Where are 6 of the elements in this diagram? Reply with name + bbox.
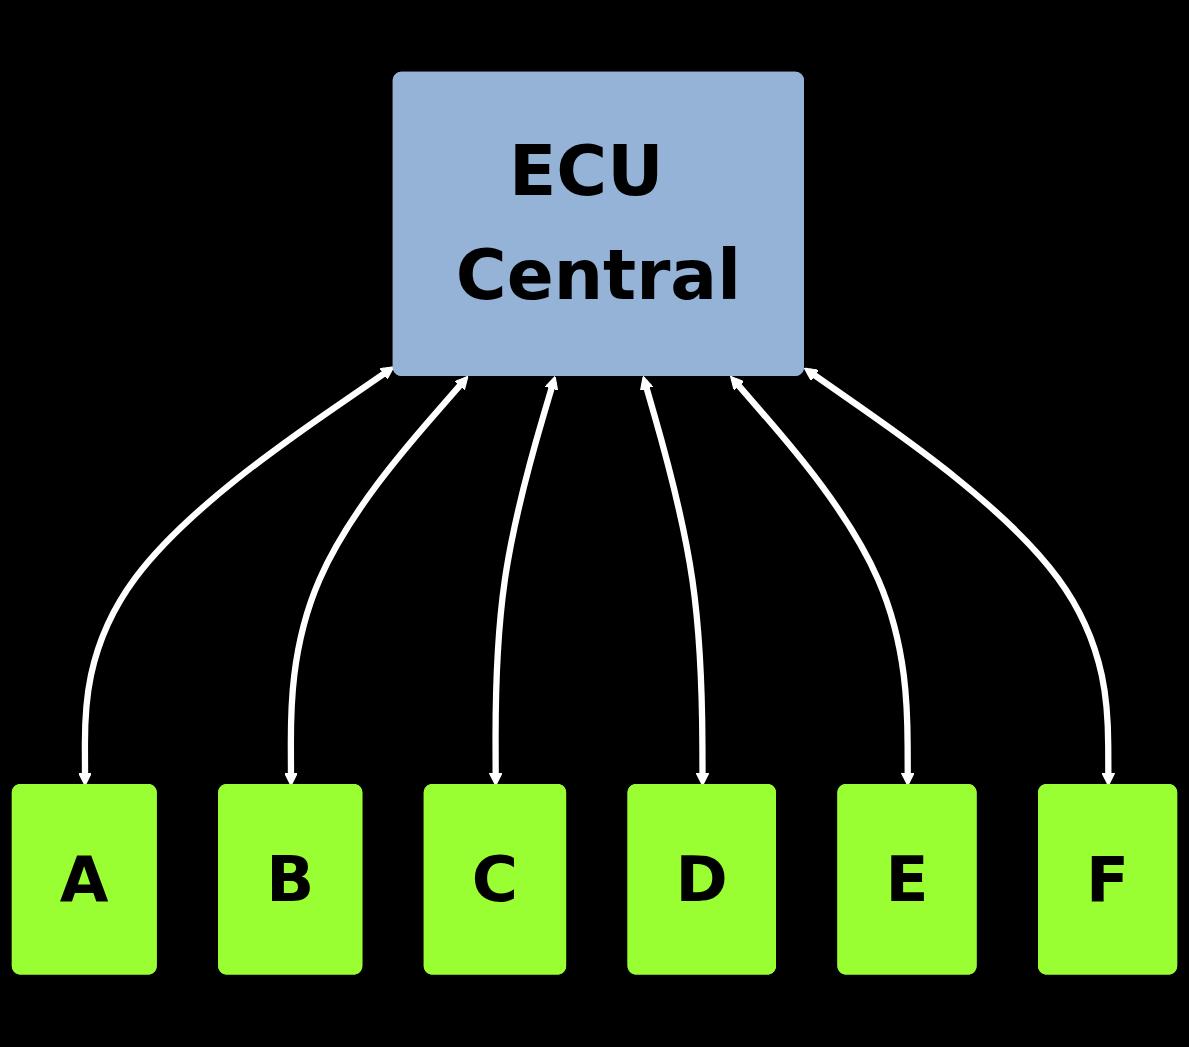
arrow bbox=[803, 367, 1116, 787]
arrow bbox=[284, 376, 469, 787]
arrow bbox=[640, 376, 710, 787]
arrow bbox=[488, 376, 559, 787]
arrow bbox=[78, 366, 395, 787]
arrow bbox=[730, 376, 915, 787]
